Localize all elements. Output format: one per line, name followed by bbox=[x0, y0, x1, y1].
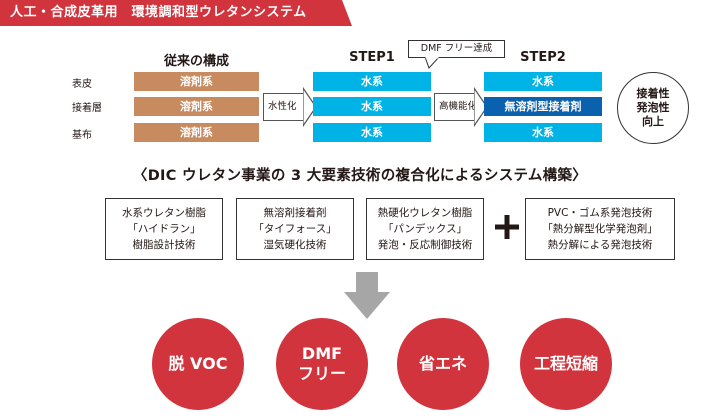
tech-hydran-line3: 樹脂設計技術 bbox=[132, 239, 196, 251]
result-line2: 発泡性 bbox=[636, 101, 670, 114]
benefit-energy-saving: 省エネ bbox=[397, 318, 489, 410]
step2-bar-adhesive: 無溶剤型接着剤 bbox=[484, 97, 602, 116]
column-title-step2: STEP2 bbox=[520, 50, 566, 65]
tech-foaming-line3: 熱分解による発泡技術 bbox=[547, 239, 653, 251]
step1-bar-surface: 水系 bbox=[313, 72, 431, 91]
arrow-high-function: 高機能化 bbox=[434, 93, 478, 121]
result-line3: 向上 bbox=[642, 115, 664, 128]
row-label-surface: 表皮 bbox=[72, 79, 92, 90]
tech-box-tyforce: 無溶剤接着剤 「タイフォース」 湿気硬化技術 bbox=[236, 198, 354, 260]
tech-pandex-line3: 発泡・反応制御技術 bbox=[377, 239, 473, 251]
plus-icon bbox=[495, 215, 519, 239]
tech-foaming-line1: PVC・ゴム系発泡技術 bbox=[547, 207, 653, 219]
tech-tyforce-line2: 「タイフォース」 bbox=[253, 223, 337, 235]
tech-pandex-line1: 熱硬化ウレタン樹脂 bbox=[377, 207, 473, 219]
benefit-dmf-free-line1: DMF bbox=[301, 344, 343, 363]
section-title: 〈DIC ウレタン事業の 3 大要素技術の複合化によるシステム構築〉 bbox=[132, 168, 588, 184]
column-title-step1: STEP1 bbox=[349, 50, 395, 65]
tech-tyforce-line1: 無溶剤接着剤 bbox=[263, 207, 327, 219]
tech-box-foaming: PVC・ゴム系発泡技術 「熱分解型化学発泡剤」 熱分解による発泡技術 bbox=[525, 198, 675, 260]
tech-foaming-line2: 「熱分解型化学発泡剤」 bbox=[542, 223, 658, 235]
arrow-waterborne-label: 水性化 bbox=[268, 101, 297, 112]
row-label-base-cloth: 基布 bbox=[72, 130, 92, 141]
column-title-conventional: 従来の構成 bbox=[163, 54, 229, 69]
step2-bar-surface: 水系 bbox=[484, 72, 602, 91]
conventional-bar-surface: 溶剤系 bbox=[134, 72, 259, 91]
benefit-process-shortening: 工程短縮 bbox=[520, 318, 612, 410]
benefit-voc-free-line1: 脱 VOC bbox=[168, 354, 228, 373]
tech-hydran-line2: 「ハイドラン」 bbox=[127, 223, 201, 235]
tech-pandex-line2: 「パンデックス」 bbox=[382, 223, 468, 235]
conventional-bar-adhesive: 溶剤系 bbox=[134, 97, 259, 116]
tech-box-pandex: 熱硬化ウレタン樹脂 「パンデックス」 発泡・反応制御技術 bbox=[366, 198, 484, 260]
down-arrow-icon bbox=[344, 272, 390, 319]
conventional-bar-base: 溶剤系 bbox=[134, 123, 259, 142]
result-circle: 接着性 発泡性 向上 bbox=[617, 72, 689, 144]
step1-bar-adhesive: 水系 bbox=[313, 97, 431, 116]
step2-bar-base: 水系 bbox=[484, 123, 602, 142]
dmf-free-callout: DMF フリー達成 bbox=[408, 40, 505, 58]
benefit-voc-free: 脱 VOC bbox=[152, 318, 244, 410]
benefit-dmf-free: DMF フリー bbox=[276, 318, 368, 410]
header-tab: 人工・合成皮革用 環境調和型ウレタンシステム bbox=[0, 0, 352, 26]
arrow-waterborne: 水性化 bbox=[263, 93, 304, 121]
row-label-adhesive: 接着層 bbox=[72, 103, 102, 114]
tech-box-hydran: 水系ウレタン樹脂 「ハイドラン」 樹脂設計技術 bbox=[105, 198, 223, 260]
tech-hydran-line1: 水系ウレタン樹脂 bbox=[122, 207, 206, 219]
arrow-waterborne-head bbox=[303, 87, 317, 127]
benefit-dmf-free-line2: フリー bbox=[297, 364, 346, 383]
result-line1: 接着性 bbox=[636, 87, 670, 100]
arrow-high-function-head bbox=[474, 87, 488, 127]
tech-tyforce-line3: 湿気硬化技術 bbox=[263, 239, 327, 251]
arrow-high-function-label: 高機能化 bbox=[439, 101, 478, 112]
callout-tail bbox=[425, 57, 440, 69]
benefit-energy-saving-line1: 省エネ bbox=[418, 354, 467, 373]
step1-bar-base: 水系 bbox=[313, 123, 431, 142]
benefit-process-shortening-line1: 工程短縮 bbox=[533, 354, 598, 373]
